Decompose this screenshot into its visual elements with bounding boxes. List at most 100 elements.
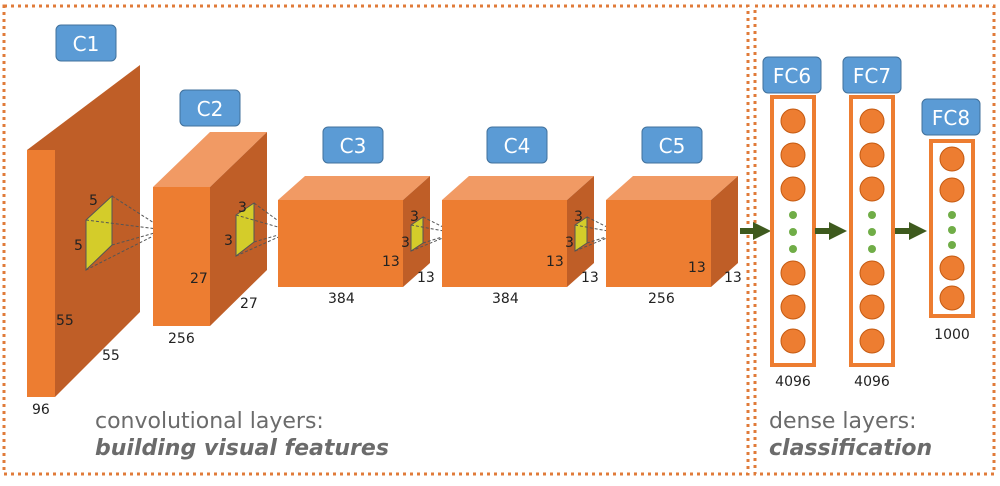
c1-width: 55: [102, 348, 120, 364]
fc6-neuron: [780, 176, 806, 202]
fc6-neuron: [780, 328, 806, 354]
c3-height: 13: [382, 254, 400, 270]
dense-caption-line2: classification: [769, 436, 932, 461]
fc6-label-box: [762, 56, 822, 94]
c3-label-box: [322, 126, 384, 164]
c1-side-face: [27, 65, 140, 397]
fc8-dot: [948, 226, 956, 234]
fc7-neuron: [859, 142, 885, 168]
fc7-neuron: [859, 294, 885, 320]
c1-kernel-a: 5: [89, 193, 98, 209]
c1-height: 55: [56, 313, 74, 329]
c3-kernel-proj: [410, 232, 456, 252]
conv-layer-c2: 3 3 27 27 256 C2: [153, 89, 293, 347]
c5-label-box: [641, 126, 703, 164]
fc7-neuron: [859, 108, 885, 134]
fc8-neuron: [939, 177, 965, 203]
fc7-neuron: [859, 176, 885, 202]
conv-layer-c1: 5 5 55 55 96 C1: [27, 24, 166, 418]
c4-kernel-proj: [574, 232, 620, 252]
c5-height: 13: [688, 260, 706, 276]
conv-layer-c4: 3 3 13 13 384 C4: [442, 126, 620, 307]
fc-layer-fc8: FC8 1000: [921, 98, 981, 343]
dense-section-border: [753, 4, 996, 476]
fc8-column: [929, 139, 975, 318]
fc7-neuron: [859, 260, 885, 286]
fc8-label-box: [921, 98, 981, 136]
c4-width: 13: [581, 270, 599, 286]
fc7-label-box: [842, 56, 902, 94]
c5-width: 13: [724, 270, 742, 286]
conv-layer-c3: 3 3 13 13 384 C3: [278, 126, 456, 307]
c4-top-face: [442, 176, 594, 200]
fc6-label: FC6: [773, 64, 811, 88]
c1-kernel-b: 5: [74, 238, 83, 254]
fc6-neuron: [780, 294, 806, 320]
fc8-neuron: [939, 255, 965, 281]
fc8-neuron: [939, 285, 965, 311]
c3-top-face: [278, 176, 430, 200]
fc-layer-fc6: FC6 4096: [762, 56, 822, 390]
fc7-dot: [868, 245, 876, 253]
fc8-dot: [948, 241, 956, 249]
c4-depth: 384: [492, 291, 519, 307]
fc6-neuron: [780, 142, 806, 168]
fc8-units: 1000: [934, 327, 970, 343]
c2-label-box: [179, 89, 241, 127]
c1-label: C1: [73, 32, 100, 56]
c5-label: C5: [659, 134, 686, 158]
c2-kernel-a: 3: [238, 200, 247, 216]
conv-caption-line1: convolutional layers:: [95, 409, 324, 434]
fc7-column: [849, 95, 895, 367]
c4-kernel-a: 3: [574, 209, 583, 225]
fc6-dot: [789, 211, 797, 219]
c3-label: C3: [340, 134, 367, 158]
c4-front-face: [442, 200, 567, 287]
fc6-neuron: [780, 108, 806, 134]
c1-label-box: [55, 24, 117, 62]
c2-kernel-proj: [253, 202, 293, 232]
fc7-units: 4096: [854, 374, 890, 390]
c3-depth: 384: [328, 291, 355, 307]
conv-caption-line2: building visual features: [95, 436, 389, 461]
fc7-dot: [868, 211, 876, 219]
c5-top-face: [606, 176, 738, 200]
c4-kernel-proj: [586, 216, 620, 234]
c1-kernel-proj: [85, 219, 166, 231]
fc8-dot: [948, 211, 956, 219]
conv-section-border: [2, 4, 750, 476]
c3-width: 13: [417, 270, 435, 286]
fc6-dot: [789, 228, 797, 236]
fc8-neuron: [939, 146, 965, 172]
fc6-units: 4096: [775, 374, 811, 390]
fc-layer-fc7: FC7 4096: [842, 56, 902, 390]
c4-height: 13: [546, 254, 564, 270]
c2-kernel-b: 3: [224, 233, 233, 249]
fc7-label: FC7: [853, 64, 891, 88]
c5-side-face: [711, 176, 738, 287]
fc6-column: [770, 95, 816, 367]
c3-kernel-proj: [422, 216, 456, 234]
c2-height: 27: [190, 271, 208, 287]
c3-front-face: [278, 200, 403, 287]
c1-depth: 96: [32, 402, 50, 418]
c2-top-face: [153, 132, 267, 187]
c4-kernel-b: 3: [565, 235, 574, 251]
c5-front-face: [606, 200, 711, 287]
conv-layer-c5: 13 13 256 C5: [606, 126, 742, 307]
fc6-neuron: [780, 260, 806, 286]
c3-kernel-a: 3: [410, 209, 419, 225]
c2-label: C2: [197, 97, 224, 121]
c2-width: 27: [240, 296, 258, 312]
c5-depth: 256: [648, 291, 675, 307]
c2-front-face: [153, 187, 210, 326]
c1-front-face: [27, 150, 55, 397]
dense-caption-line1: dense layers:: [769, 409, 917, 434]
fc6-dot: [789, 245, 797, 253]
fc7-neuron: [859, 328, 885, 354]
c3-kernel-b: 3: [401, 235, 410, 251]
c4-label: C4: [504, 134, 531, 158]
c4-label-box: [486, 126, 548, 164]
fc8-label: FC8: [932, 106, 970, 130]
c2-depth: 256: [168, 331, 195, 347]
